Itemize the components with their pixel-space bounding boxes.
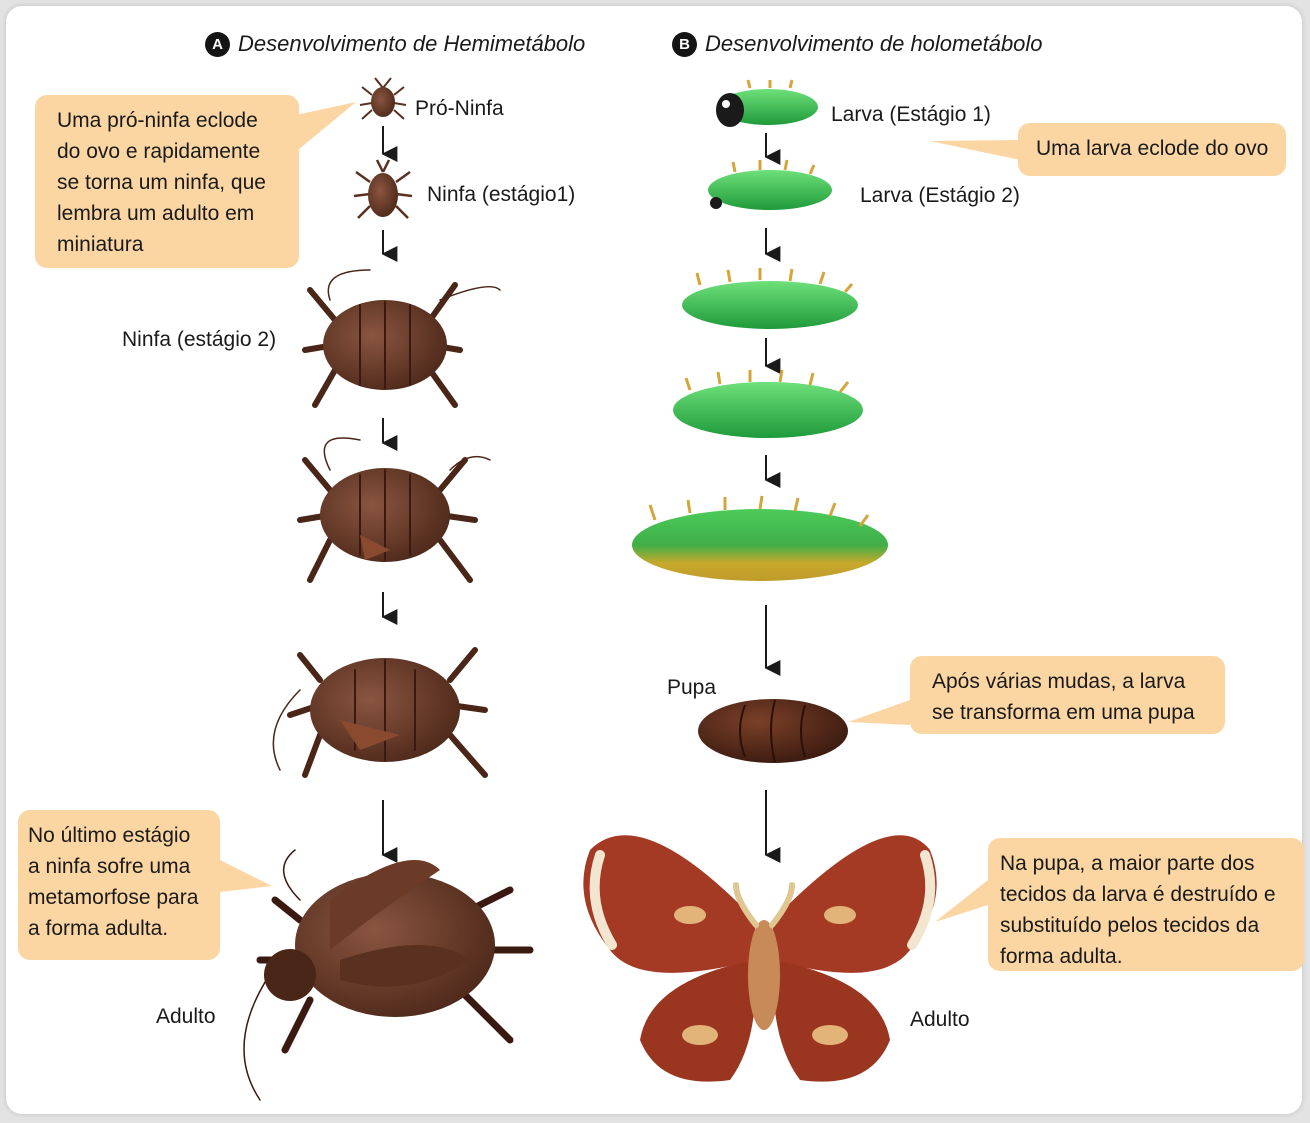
- badge-a: A: [205, 32, 230, 57]
- barata-adulta-image: [244, 850, 530, 1100]
- heading-holometabolo-text: Desenvolvimento de holometábolo: [705, 31, 1043, 57]
- pro-ninfa-image: [360, 78, 406, 119]
- larva-estagio-3-image: [682, 268, 858, 329]
- label-ninfa-estagio-2: Ninfa (estágio 2): [122, 328, 276, 352]
- callout-pro-ninfa: Uma pró-ninfa eclode do ovo e rapidament…: [35, 95, 299, 268]
- label-ninfa-estagio-1: Ninfa (estágio1): [427, 183, 575, 207]
- ninfa-estagio-3-image: [300, 438, 490, 580]
- pupa-image: [698, 699, 848, 763]
- callout-metamorfose: No último estágio a ninfa sofre uma meta…: [18, 810, 220, 960]
- label-larva-estagio-2: Larva (Estágio 2): [860, 184, 1020, 208]
- ninfa-estagio-4-image: [273, 650, 485, 775]
- label-adulto-mariposa: Adulto: [910, 1008, 970, 1032]
- larva-estagio-1-image: [716, 80, 818, 127]
- label-pupa: Pupa: [667, 676, 716, 700]
- heading-hemimetabolo: A Desenvolvimento de Hemimetábolo: [205, 31, 585, 57]
- heading-holometabolo: B Desenvolvimento de holometábolo: [672, 31, 1043, 57]
- larva-estagio-2-image: [708, 160, 832, 210]
- callout-tecidos: Na pupa, a maior parte dos tecidos da la…: [988, 838, 1304, 971]
- callout-larva-eclode: Uma larva eclode do ovo: [1018, 123, 1286, 176]
- label-larva-estagio-1: Larva (Estágio 1): [831, 103, 991, 127]
- mariposa-adulta-image: [583, 835, 936, 1081]
- callout-pupa: Após várias mudas, a larva se transforma…: [910, 656, 1225, 734]
- larva-estagio-5-image: [632, 496, 888, 581]
- label-adulto-barata: Adulto: [156, 1005, 216, 1029]
- ninfa-estagio-1-image: [354, 160, 412, 218]
- ninfa-estagio-2-image: [305, 270, 500, 405]
- heading-hemimetabolo-text: Desenvolvimento de Hemimetábolo: [238, 31, 585, 57]
- badge-b: B: [672, 32, 697, 57]
- larva-estagio-4-image: [673, 370, 863, 438]
- label-pro-ninfa: Pró-Ninfa: [415, 97, 504, 121]
